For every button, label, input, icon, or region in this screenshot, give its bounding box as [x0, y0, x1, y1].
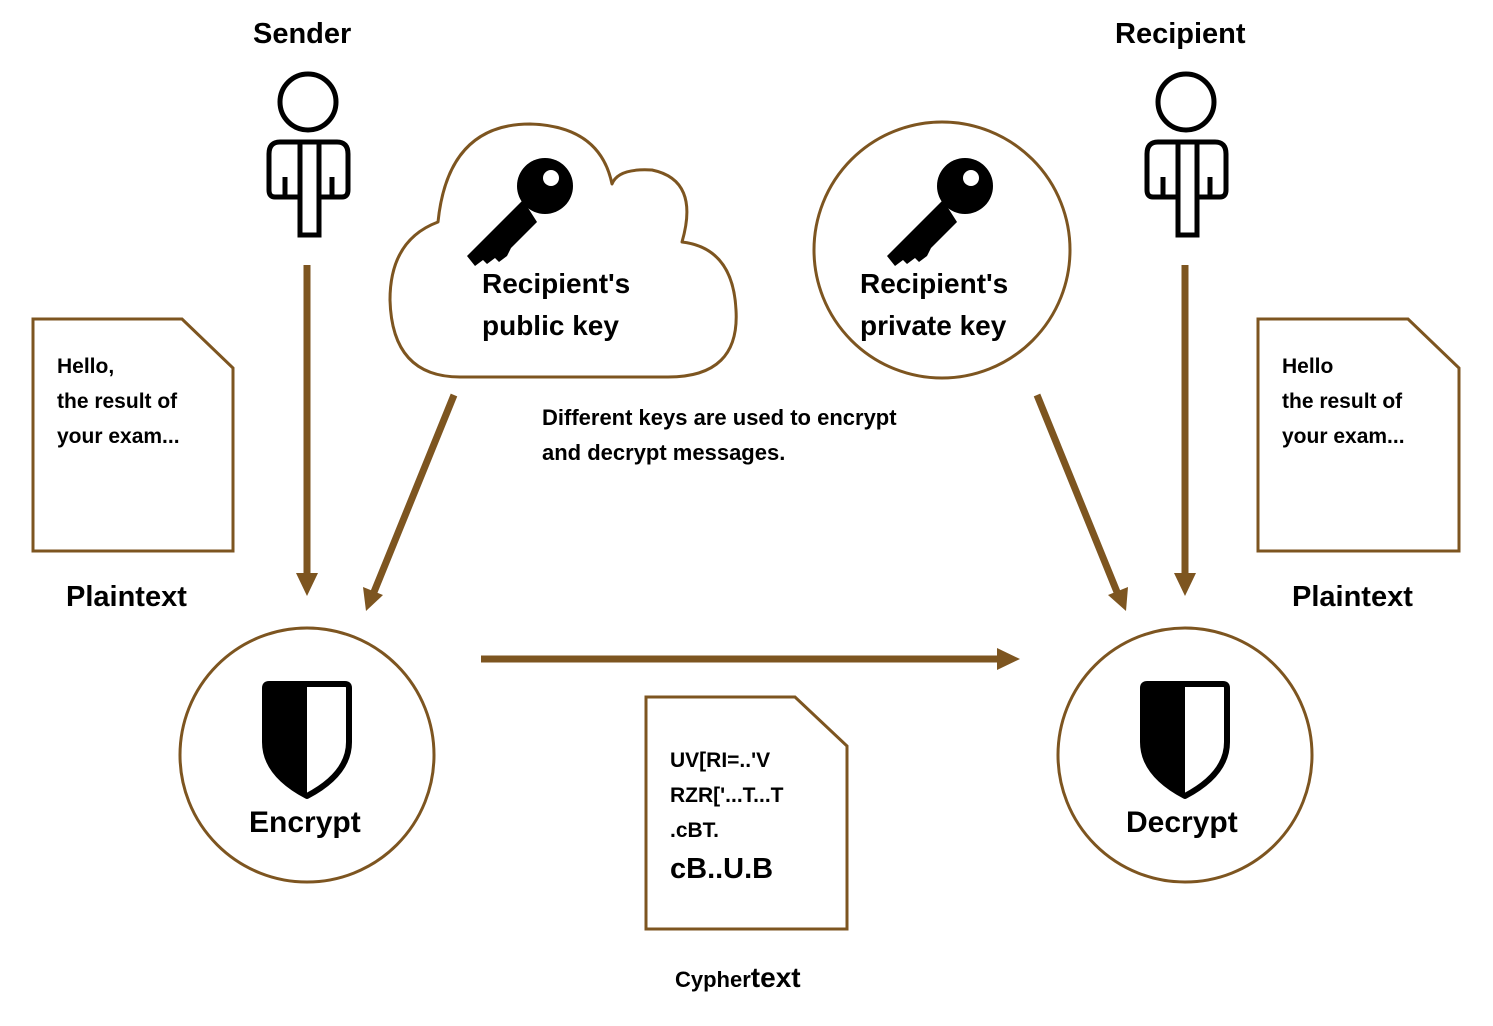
- private-key-label-line1: Recipient's: [860, 268, 1009, 299]
- plaintext-left-label: Plaintext: [66, 581, 187, 613]
- public-key-label-line1: Recipient's: [482, 268, 631, 299]
- sender-label: Sender: [253, 18, 352, 50]
- cloud-icon: [388, 122, 738, 379]
- ciphertext-line: RZR['...T...T: [670, 784, 784, 807]
- private-key-label: Recipient's private key: [860, 263, 1008, 347]
- encrypt-label: Encrypt: [249, 806, 361, 839]
- plaintext-left-document-icon: [31, 317, 235, 553]
- keys-note-line2: and decrypt messages.: [542, 440, 786, 465]
- keys-note-line1: Different keys are used to encrypt: [542, 405, 897, 430]
- arrow-recipient-to-decrypt: [1174, 265, 1196, 596]
- ciphertext-label: Cyphertext: [675, 962, 801, 994]
- decrypt-label: Decrypt: [1126, 806, 1238, 839]
- plaintext-left-line: Hello,: [57, 355, 115, 378]
- plaintext-left-line: your exam...: [57, 425, 180, 448]
- ciphertext-line: UV[RI=..'V: [670, 749, 771, 772]
- public-key-label: Recipient's public key: [482, 263, 630, 347]
- plaintext-right-content: Hello the result of your exam...: [1282, 349, 1405, 454]
- plaintext-left-content: Hello, the result of your exam...: [57, 349, 180, 454]
- plaintext-right-label: Plaintext: [1292, 581, 1413, 613]
- sender-person-icon: [269, 74, 348, 235]
- ciphertext-content: UV[RI=..'V RZR['...T...T .cBT. cB..U.B: [670, 743, 783, 887]
- recipient-label: Recipient: [1115, 18, 1246, 50]
- ciphertext-big-line: cB..U.B: [670, 853, 774, 885]
- ciphertext-document-icon: [644, 695, 849, 931]
- private-key-circle: [812, 120, 1072, 380]
- arrow-public-key-to-encrypt: [363, 393, 458, 611]
- keys-note: Different keys are used to encrypt and d…: [542, 400, 897, 470]
- ciphertext-label-small: Cypher: [675, 967, 751, 992]
- ciphertext-label-big: text: [750, 962, 801, 993]
- public-key-label-line2: public key: [482, 310, 619, 341]
- ciphertext-line: .cBT.: [670, 819, 720, 842]
- private-key-label-line2: private key: [860, 310, 1007, 341]
- plaintext-right-document-icon: [1256, 317, 1461, 553]
- plaintext-right-line: your exam...: [1282, 425, 1405, 448]
- arrow-private-key-to-decrypt: [1033, 393, 1128, 611]
- arrow-encrypt-to-decrypt: [481, 648, 1020, 670]
- plaintext-right-line: Hello: [1282, 355, 1334, 378]
- recipient-person-icon: [1147, 74, 1226, 235]
- plaintext-left-line: the result of: [57, 390, 178, 413]
- plaintext-right-line: the result of: [1282, 390, 1403, 413]
- arrow-sender-to-encrypt: [296, 265, 318, 596]
